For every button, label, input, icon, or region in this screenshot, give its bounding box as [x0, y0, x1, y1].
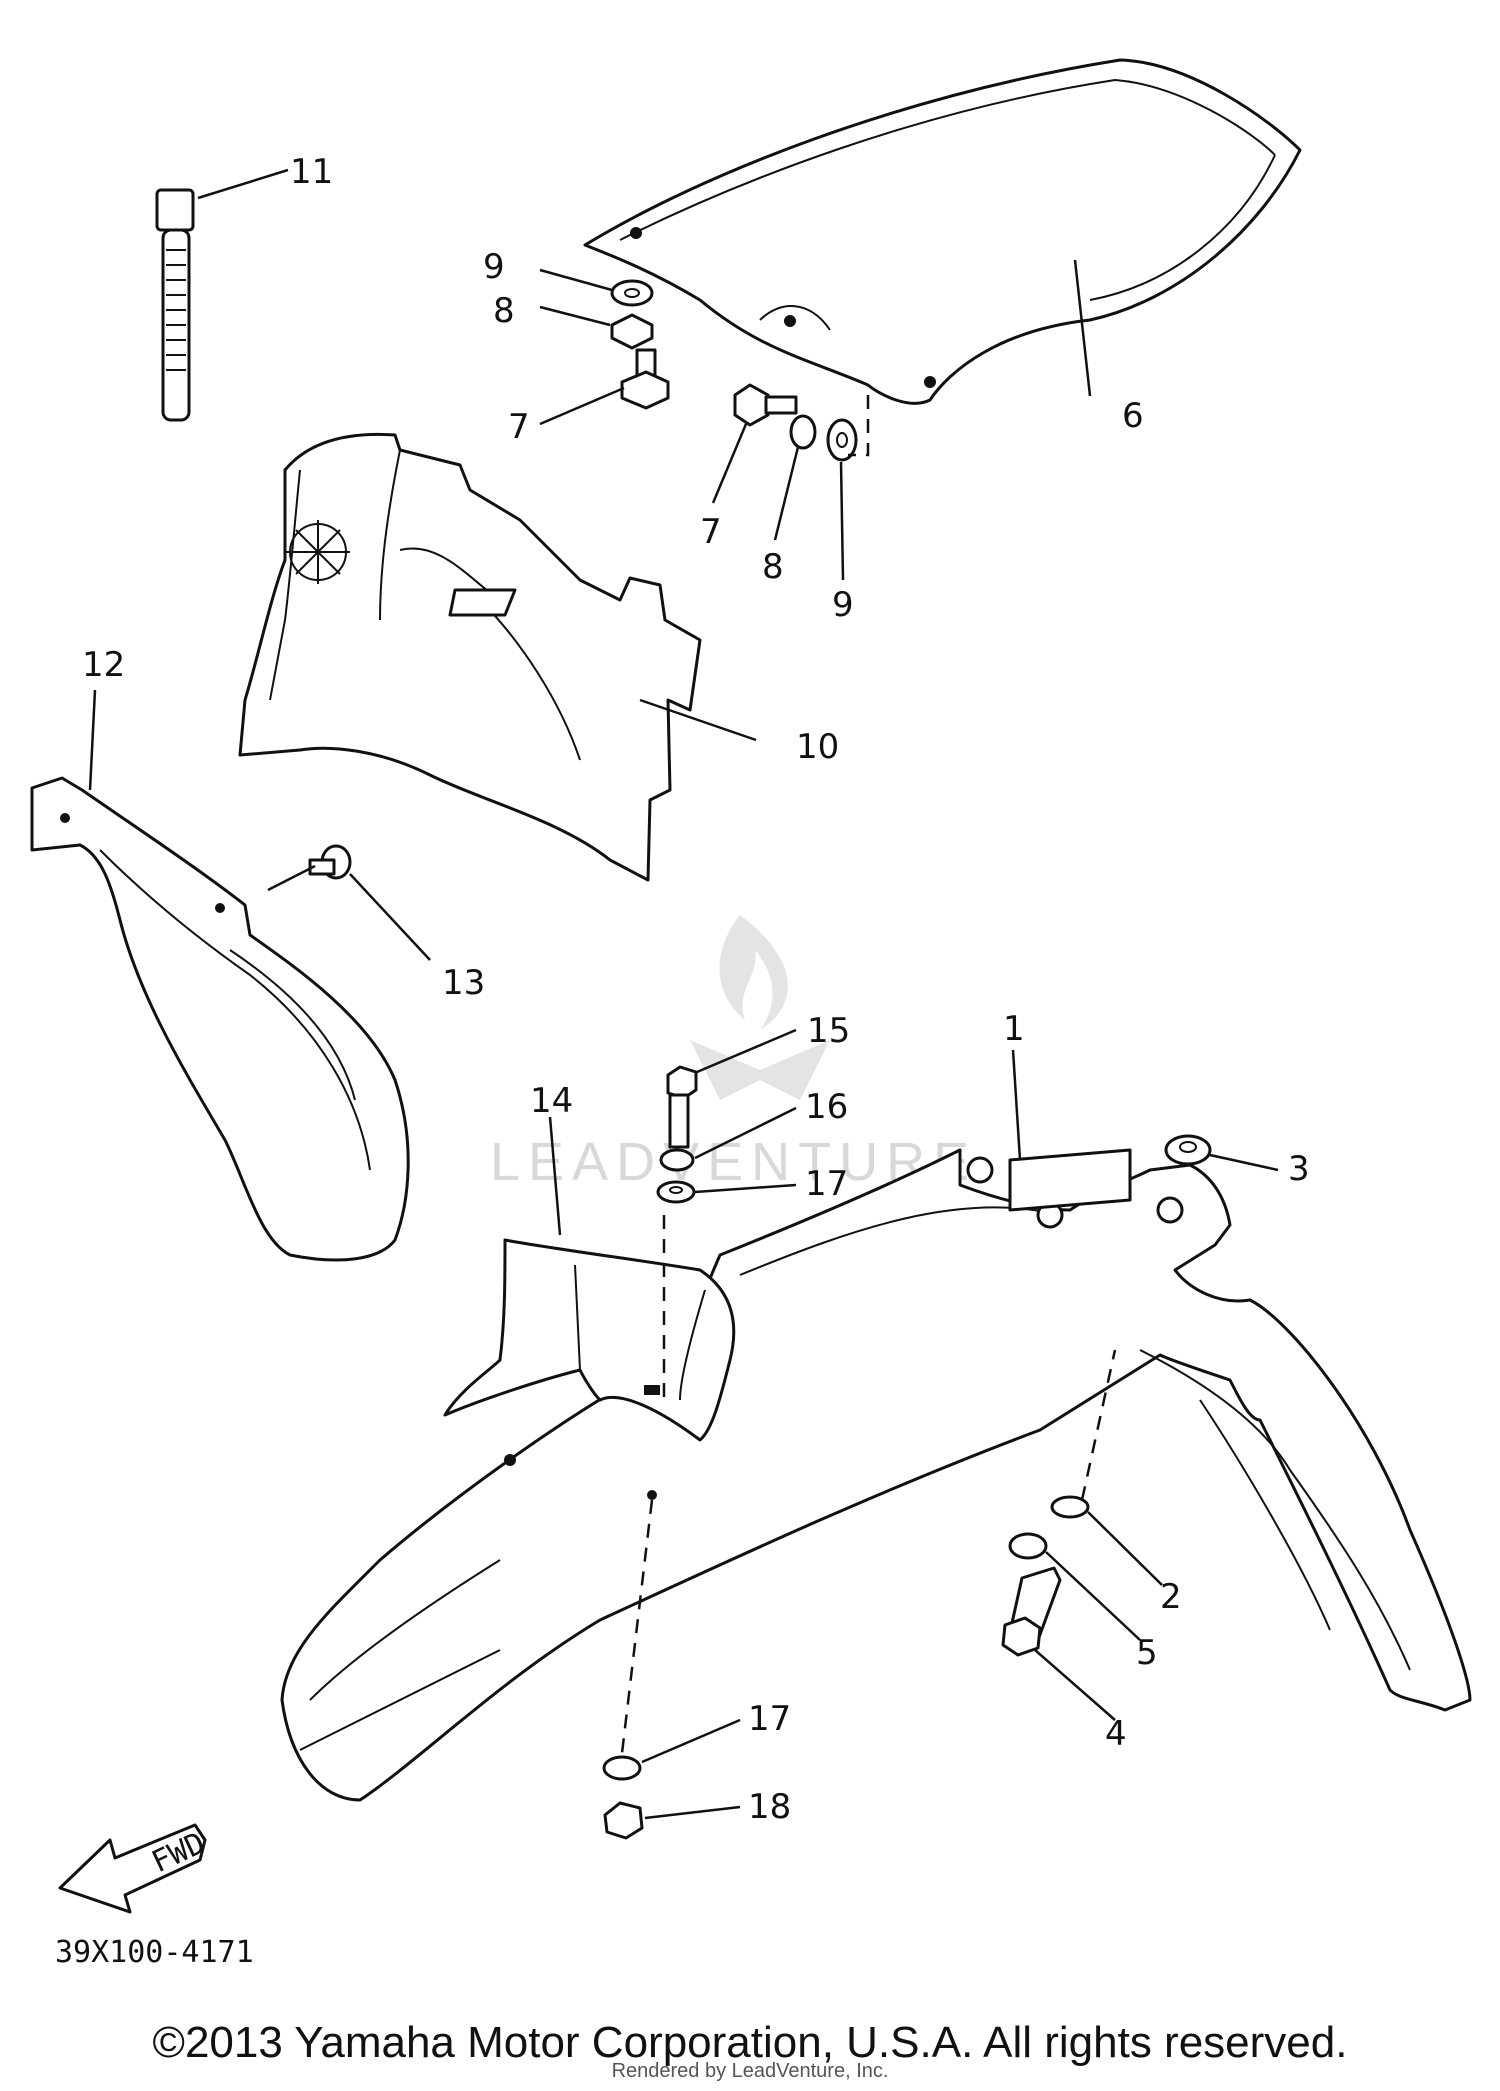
callout-12: 12 [82, 645, 125, 685]
hardware-nut-8b [789, 414, 817, 450]
hardware-washer-9a [610, 279, 654, 307]
part-15-bolt [666, 1065, 698, 1149]
part-3-cap-nut [1164, 1134, 1212, 1166]
part-16-washer [659, 1148, 695, 1172]
part-14-bracket [443, 1238, 736, 1442]
part-6-fender [583, 58, 1302, 405]
leadventure-watermark: LEADVENTURE [490, 915, 969, 1192]
part-12-mud-flap [30, 776, 410, 1262]
callout-17a: 17 [805, 1164, 848, 1204]
callout-3: 3 [1288, 1149, 1310, 1189]
part-5-nut [1008, 1532, 1048, 1560]
callout-15: 15 [807, 1011, 850, 1051]
leader-lines [88, 168, 1279, 1820]
part-1-front-fender [280, 1148, 1472, 1802]
callout-1: 1 [1003, 1009, 1025, 1049]
callout-11: 11 [290, 152, 333, 192]
callout-13: 13 [442, 963, 485, 1003]
part-10-inner-fender [238, 432, 702, 882]
part-2-washer [1050, 1495, 1090, 1519]
callout-17b: 17 [748, 1699, 791, 1739]
callout-5: 5 [1136, 1633, 1158, 1673]
callout-labels: 6 11 9 8 7 7 8 9 10 12 13 1 15 16 17 3 1… [82, 152, 1310, 1827]
callout-8a: 8 [493, 291, 515, 331]
rendered-by-notice: Rendered by LeadVenture, Inc. [611, 2060, 889, 2082]
hardware-nut-8a [610, 313, 654, 350]
part-18-nut [603, 1801, 644, 1840]
callout-8b: 8 [762, 547, 784, 587]
hardware-bolt-7b [733, 383, 798, 427]
callout-14: 14 [530, 1081, 573, 1121]
callout-7b: 7 [700, 512, 722, 552]
callout-4: 4 [1105, 1714, 1127, 1754]
part-17-washer-lower [602, 1755, 642, 1781]
part-17-washer-upper [656, 1180, 696, 1204]
callout-16: 16 [805, 1087, 848, 1127]
hardware-bolt-7a [620, 348, 670, 410]
callout-9a: 9 [483, 247, 505, 287]
callout-6: 6 [1122, 396, 1144, 436]
inner-fender-vent-icon [286, 520, 350, 584]
callout-2: 2 [1160, 1577, 1182, 1617]
callout-10: 10 [796, 727, 839, 767]
callout-18: 18 [748, 1787, 791, 1827]
copyright-notice: ©2013 Yamaha Motor Corporation, U.S.A. A… [152, 2018, 1348, 2067]
callout-9b: 9 [832, 585, 854, 625]
callout-7a: 7 [508, 407, 530, 447]
part-4-bolt [1001, 1566, 1062, 1657]
diagram-code: 39X100-4171 [55, 1935, 254, 1970]
hardware-washer-9b [826, 418, 858, 462]
part-13-screw [308, 844, 352, 880]
part-11-cable-tie [155, 188, 195, 422]
fwd-arrow-icon: FWD [58, 1823, 210, 1914]
